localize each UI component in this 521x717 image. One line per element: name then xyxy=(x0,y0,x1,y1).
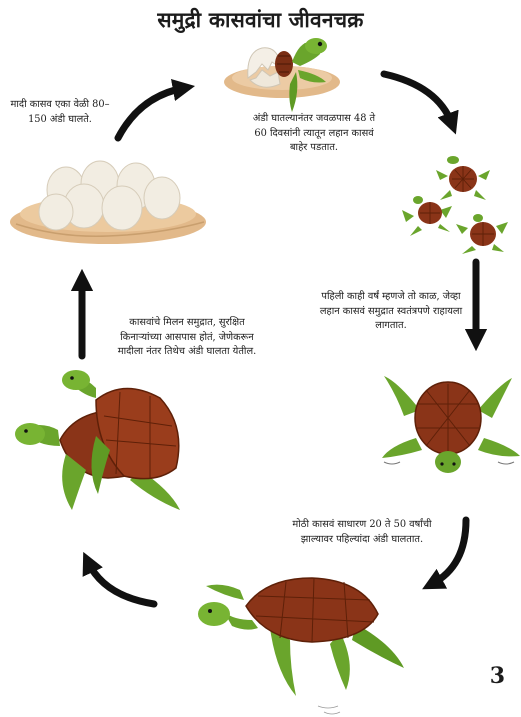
young-turtle-right xyxy=(456,214,508,254)
arrow-hatching-to-young xyxy=(384,74,452,124)
page-title: समुद्री कासवांचा जीवनचक्र xyxy=(0,6,521,34)
young-caption: पहिली काही वर्षं म्हणजे तो काळ, जेव्हा ल… xyxy=(316,290,466,334)
eggs-caption: मादी कासव एका वेळी 80–150 अंडी घालते. xyxy=(8,98,112,127)
adult-caption: मोठी कासवं साधारण 20 ते 50 वर्षांची झाल्… xyxy=(282,518,442,547)
arrow-adult-to-mating xyxy=(88,562,154,604)
young-turtle-left xyxy=(402,196,452,236)
young-turtle-top xyxy=(436,156,490,200)
page-number: 3 xyxy=(490,663,505,689)
mating-caption: कासवांचे मिलन समुद्रात, सुरक्षित किनाऱ्य… xyxy=(112,316,262,360)
hatching-caption: अंडी घातल्यानंतर जवळपास 48 ते 60 दिवसांन… xyxy=(246,112,382,156)
arrow-eggs-to-hatching xyxy=(118,88,184,138)
